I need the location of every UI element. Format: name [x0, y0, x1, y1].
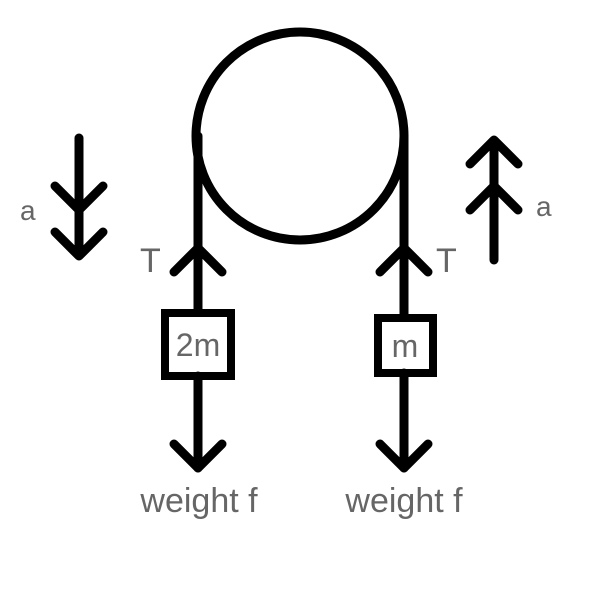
- weight-label-right: weight f: [344, 482, 463, 520]
- tension-arrow-left: [169, 243, 227, 277]
- tension-arrow-right: [375, 243, 433, 277]
- mass-label-right: m: [392, 328, 419, 364]
- mass-box-left: [161, 309, 235, 380]
- weight-arrow-left-head: [169, 439, 227, 473]
- mass-label-left: 2m: [176, 327, 220, 363]
- accel-arrow-left-head-lower: [50, 227, 108, 261]
- accel-label-right: a: [536, 191, 552, 222]
- pulley-wheel: [191, 27, 409, 245]
- accel-arrow-right-head-upper: [465, 135, 523, 169]
- tension-label-right: T: [436, 242, 457, 280]
- accel-arrow-left-head-upper: [50, 181, 108, 215]
- tension-label-left: T: [140, 242, 161, 280]
- weight-label-left: weight f: [139, 482, 258, 520]
- weight-arrow-right-head: [375, 439, 433, 473]
- accel-label-left: a: [20, 195, 36, 226]
- accel-arrow-right-head-lower: [465, 181, 523, 215]
